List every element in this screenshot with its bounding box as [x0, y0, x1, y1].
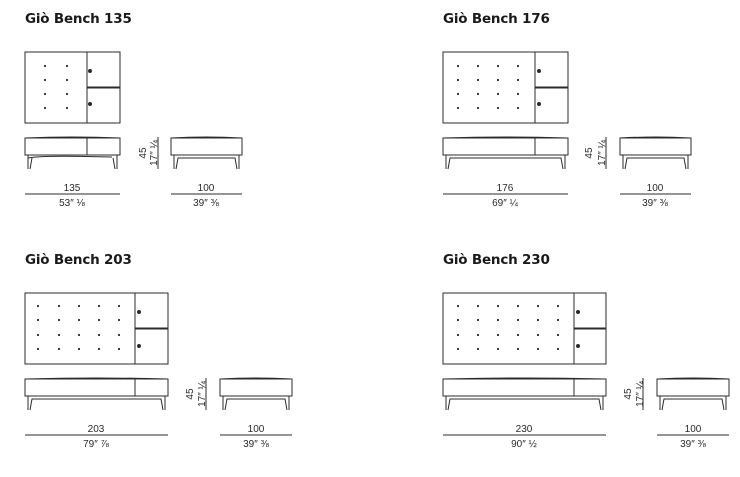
product-title-203: Giò Bench 203 [25, 252, 132, 268]
bench-135-depth-cm: 100 [198, 183, 215, 194]
bench-135-side-view [170, 136, 243, 170]
bench-203-depth-in: 39″ ⅜ [243, 439, 269, 450]
bench-203-length-in: 79″ ⅞ [83, 439, 109, 450]
bench-135-front-view [24, 136, 121, 170]
bench-230-top-view [442, 292, 607, 365]
bench-203-top-view [24, 292, 169, 365]
bench-230-length-in: 90″ ½ [511, 439, 537, 450]
tufting-pattern [36, 304, 121, 351]
bench-203-height-cm: 45 [185, 388, 196, 400]
product-title-176: Giò Bench 176 [443, 11, 550, 27]
bench-135-height-in: 17″ ¼ [148, 139, 160, 165]
bench-230-front-view [442, 377, 607, 411]
bench-230-depth-in: 39″ ⅜ [680, 439, 706, 450]
bench-176-drawing [442, 51, 692, 195]
bench-176-side-view [619, 136, 692, 170]
bench-230-depth-cm: 100 [685, 424, 702, 435]
bench-203-length-cm: 203 [88, 424, 105, 435]
bench-203-depth-cm: 100 [248, 424, 265, 435]
bench-176-height-cm: 45 [584, 147, 595, 159]
bench-176-front-view [442, 136, 569, 170]
bench-203-front-view [24, 377, 169, 411]
bench-135-depth-in: 39″ ⅜ [193, 198, 219, 209]
bench-176-depth-in: 39″ ⅜ [642, 198, 668, 209]
bench-203-height-in: 17″ ¼ [196, 380, 208, 406]
tufting-pattern [456, 304, 560, 351]
bench-176-height-in: 17″ ¼ [596, 139, 608, 165]
bench-230-length-cm: 230 [516, 424, 533, 435]
bench-230-side-view [656, 377, 730, 411]
bench-230-height-in: 17″ ¼ [634, 380, 646, 406]
bench-135-top-view [24, 51, 121, 124]
bench-203-drawing [24, 292, 293, 436]
bench-135-drawing [24, 51, 243, 195]
bench-135-height-cm: 45 [138, 147, 149, 159]
bench-230-drawing [442, 292, 730, 436]
bench-176-length-cm: 176 [497, 183, 514, 194]
tufting-pattern [456, 64, 520, 110]
bench-230-height-cm: 45 [623, 388, 634, 400]
tufting-pattern [43, 64, 69, 110]
bench-135-length-cm: 135 [64, 183, 81, 194]
bench-176-top-view [442, 51, 569, 124]
bench-135-length-in: 53″ ⅛ [59, 198, 85, 209]
bench-203-side-view [219, 377, 293, 411]
bench-176-length-in: 69″ ¼ [492, 197, 518, 209]
product-title-135: Giò Bench 135 [25, 11, 132, 27]
product-title-230: Giò Bench 230 [443, 252, 550, 268]
bench-176-depth-cm: 100 [647, 183, 664, 194]
